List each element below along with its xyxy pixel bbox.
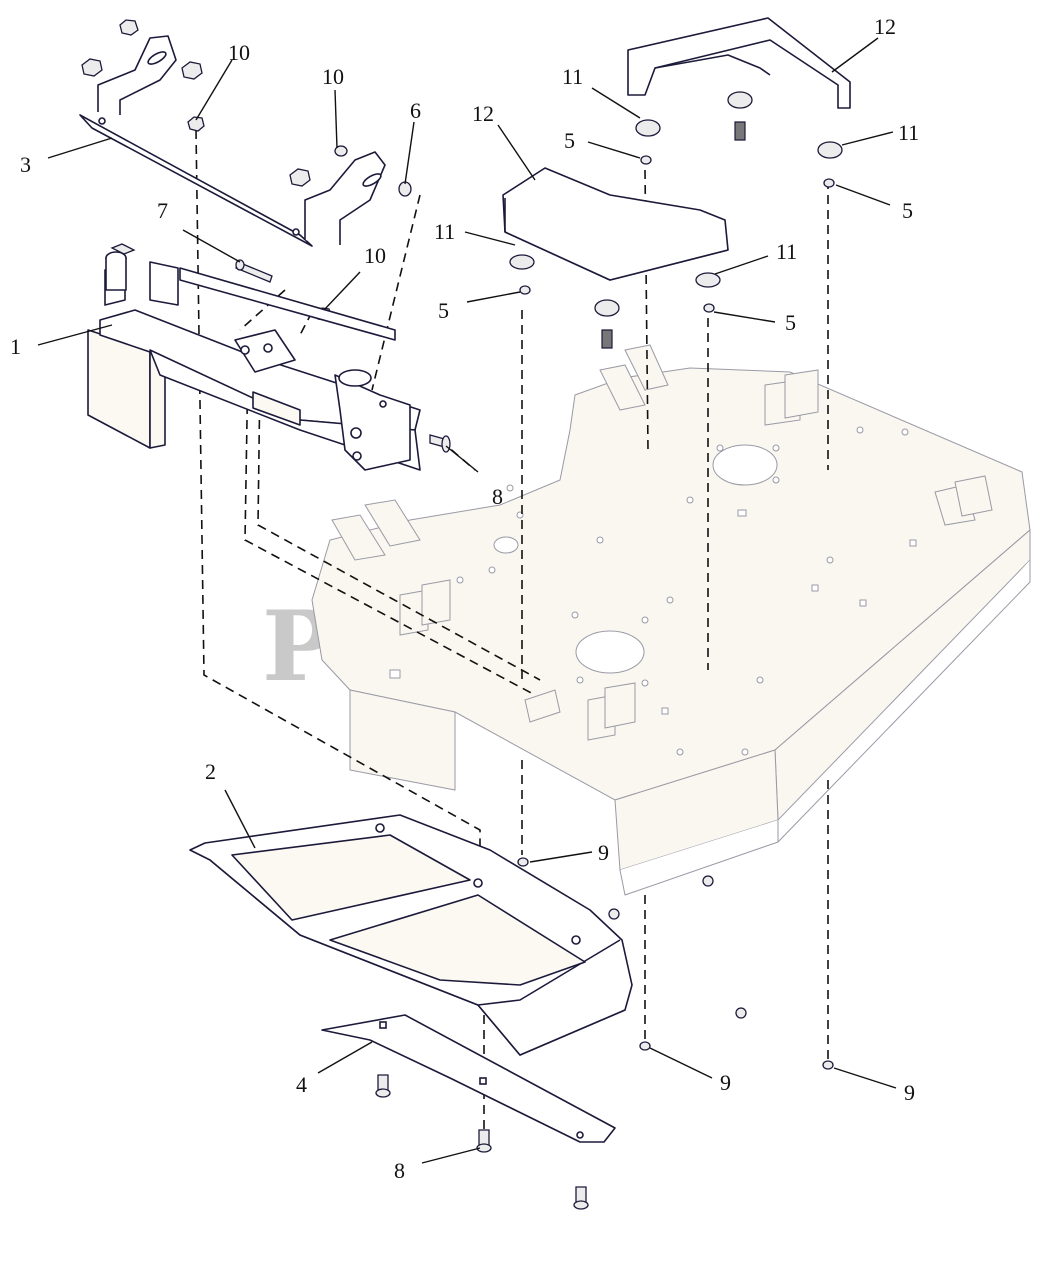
- bottom-hardware: [375, 857, 834, 1210]
- part-8-bolt-upper: [429, 434, 451, 453]
- callout-part-5-front: 5: [785, 310, 796, 335]
- flange-nut-icon: [289, 168, 311, 187]
- isolators-and-bolts: [509, 91, 843, 349]
- callout-part-10-frame: 10: [364, 243, 386, 268]
- callout-part-1: 1: [10, 334, 21, 359]
- callout-part-2: 2: [205, 759, 216, 784]
- isolator-icon: [695, 272, 721, 288]
- part-12-bumper-right: [627, 17, 851, 109]
- callout-part-11-left: 11: [434, 219, 455, 244]
- callout-part-9-side: 9: [904, 1080, 915, 1105]
- washer-icon: [334, 145, 348, 157]
- callout-part-9-center: 9: [598, 840, 609, 865]
- part-3-upper-bracket: [79, 19, 386, 247]
- callout-part-5-rear: 5: [564, 128, 575, 153]
- deck-front-lip: [619, 820, 779, 896]
- callout-part-10-mid: 10: [322, 64, 344, 89]
- dash-frame-left: [244, 359, 536, 696]
- bolt-icon: [476, 1143, 492, 1153]
- bolt-icon: [601, 329, 613, 349]
- isolator-icon: [817, 141, 843, 159]
- washer-icon: [398, 181, 412, 197]
- callout-part-6: 6: [410, 98, 421, 123]
- nut-icon: [187, 116, 205, 132]
- part-1-frame: [87, 243, 421, 471]
- deck-brackets: [331, 344, 993, 741]
- deck-side-lip: [777, 560, 1031, 843]
- deck-holes: [389, 426, 917, 756]
- callout-part-11-front: 11: [776, 239, 797, 264]
- callout-part-7: 7: [157, 198, 168, 223]
- isolator-icon: [635, 119, 661, 137]
- callout-part-9-front: 9: [720, 1070, 731, 1095]
- bolt-icon: [375, 1088, 391, 1098]
- bolt-icon: [478, 1129, 490, 1146]
- callout-part-4: 4: [296, 1072, 307, 1097]
- dash-pin-7: [239, 289, 286, 331]
- flange-nut-icon: [119, 19, 139, 36]
- spindle-opening-front: [575, 630, 645, 674]
- part-4-lower-plate: [321, 1014, 616, 1143]
- callout-part-8-upper: 8: [492, 484, 503, 509]
- isolator-icon: [727, 91, 753, 109]
- spindle-opening-rear: [712, 444, 778, 486]
- callout-part-3: 3: [20, 152, 31, 177]
- callout-part-12-left: 12: [472, 101, 494, 126]
- bolt-icon: [608, 908, 620, 920]
- mower-deck: [311, 344, 1031, 896]
- isolator-icon: [594, 299, 620, 317]
- part-7-pin: [235, 259, 273, 283]
- leader-lines: [37, 37, 897, 1164]
- callout-part-11-side: 11: [898, 120, 919, 145]
- dash-frame-inner: [257, 374, 541, 681]
- bolt-icon: [702, 875, 714, 887]
- isolator-icon: [509, 254, 535, 270]
- bolt-icon: [575, 1186, 587, 1203]
- callout-part-5-left: 5: [438, 298, 449, 323]
- bolt-icon: [377, 1074, 389, 1091]
- bolt-icon: [822, 1060, 834, 1070]
- deck-left-skirt: [349, 689, 456, 791]
- deck-bushing: [493, 536, 519, 554]
- bolt-icon: [519, 285, 531, 295]
- callout-part-11-rear: 11: [562, 64, 583, 89]
- bolt-icon: [735, 1007, 747, 1019]
- callout-labels: 1 2 3 4 5 5 5 5 6 7 8 8 9 9 9 10 10 10 1…: [10, 14, 919, 1183]
- callout-part-12-right: 12: [874, 14, 896, 39]
- part-2-lower-pan: [189, 814, 633, 1056]
- flange-nut-icon: [181, 61, 203, 80]
- bolt-icon: [640, 155, 652, 165]
- callout-part-10-left: 10: [228, 40, 250, 65]
- callout-part-5-side: 5: [902, 198, 913, 223]
- dash-washer-6: [371, 194, 421, 391]
- part-12-bumper-left: [502, 167, 729, 281]
- flange-nut-icon: [81, 58, 103, 77]
- bolt-icon: [823, 178, 835, 188]
- bolt-icon: [517, 857, 529, 867]
- callout-part-8-lower: 8: [394, 1158, 405, 1183]
- bolt-icon: [703, 303, 715, 313]
- bolt-icon: [639, 1041, 651, 1051]
- bolt-icon: [734, 121, 746, 141]
- bolt-icon: [573, 1200, 589, 1210]
